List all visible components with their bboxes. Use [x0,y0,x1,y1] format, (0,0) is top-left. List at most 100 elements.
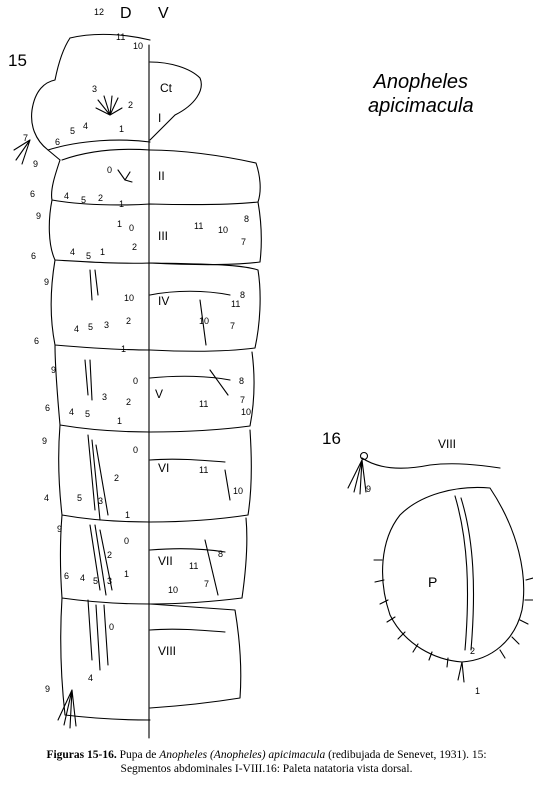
seta-lines [84,269,231,671]
figure-drawing [13,33,533,739]
seta-number: 1 [125,510,131,520]
seta-number: 11 [231,299,241,309]
segment-III-outline [48,199,262,266]
paddle-seta-number: 2 [470,646,476,656]
seta-number: 3 [98,496,104,506]
seta-number: 7 [23,133,29,143]
caption-label: Figuras 15-16. [46,749,117,761]
seta-number: 0 [124,536,130,546]
seta-number: 7 [204,579,210,589]
seta-number: 5 [70,126,76,136]
paddle-segment-label: VIII [438,437,457,451]
dorsal-label: D [120,5,132,22]
paddle-seta-9 [347,459,367,495]
paddle-seta-number: 1 [475,686,481,696]
paddle-outline [382,486,525,663]
seta-number: 5 [85,409,91,419]
paddle-fringe [373,559,533,668]
seta-number: 3 [92,84,98,94]
seta-number: 1 [119,124,125,134]
seta-number: 10 [218,225,229,235]
seta-number: 6 [34,336,40,346]
seta-number: 2 [126,397,132,407]
caption-line-2: Segmentos abdominales I-VIII.16: Paleta … [120,763,413,775]
seta-number: 9 [33,159,39,169]
seta-number: 8 [218,549,224,559]
seta-number: 1 [121,344,127,354]
seta-number: 1 [117,416,123,426]
seta-number: 2 [132,242,138,252]
seta-number: 9 [44,277,50,287]
figure-16-number: 16 [322,429,341,448]
seta-number: 11 [199,399,209,409]
seta-number: 4 [69,407,75,417]
segment-label: VII [158,554,173,568]
segment-IV-outline [50,259,261,352]
segment-label: IV [158,294,170,308]
seta-number: 2 [114,473,120,483]
caption-text: Pupa de [116,749,160,761]
seta-tuft-7 [13,139,31,165]
seta-number: 4 [83,121,89,131]
seta-number: 9 [36,211,42,221]
seta-number: 11 [194,221,204,231]
paddle-midrib [454,495,475,651]
seta-number: 2 [128,100,134,110]
cephalothorax-outline [31,33,202,161]
segment-label: III [158,229,169,243]
seta-number: 6 [64,571,70,581]
seta-number: 0 [107,165,113,175]
paddle-seta-number: 9 [366,484,372,494]
seta-number: 2 [98,193,104,203]
paddle-seta-1 [457,661,465,683]
seta-number: 9 [57,524,63,534]
caption-taxon: Anopheles (Anopheles) apicimacula [159,749,326,761]
segment-label: II [158,169,165,183]
paddle-label: P [428,574,438,590]
seta-number: 7 [240,395,246,405]
seta-number: 7 [241,237,247,247]
seta-number: 3 [102,392,108,402]
seta-number: 0 [129,223,135,233]
seta-number: 11 [189,561,199,571]
seta-number: 0 [133,376,139,386]
seta-number: 5 [86,251,92,261]
seta-number: 3 [104,320,110,330]
seta-tuft-1 [95,95,123,116]
seta-number: 4 [88,673,94,683]
seta-number: 6 [30,189,36,199]
seta-tuft-9 [57,689,77,729]
seta-number: 9 [42,436,48,446]
seta-number: 10 [199,316,210,326]
seta-number: 4 [70,247,76,257]
seta-number: 11 [116,32,126,42]
seta-number: 6 [31,251,37,261]
seta-number: 10 [241,407,252,417]
species-name: Anopheles apicimacula [368,70,474,118]
caption-text: (redibujada de Senevet, 1931). 15: [325,749,487,761]
seta-number: 1 [124,569,130,579]
species-epithet: apicimacula [368,95,474,117]
seta-number: 7 [230,321,236,331]
seta-number: 10 [233,486,244,496]
seta-number: 5 [93,576,99,586]
species-genus: Anopheles [373,71,469,93]
seta-number: 5 [81,195,87,205]
paddle-stem [361,457,501,469]
segment-V-outline [54,344,255,433]
seta-number: 2 [107,550,113,560]
seta-number: 9 [51,365,57,375]
paddle-seta-base [359,451,369,461]
segment-VI-outline [58,424,252,523]
seta-number: 9 [45,684,51,694]
segment-I-outline [47,139,151,161]
seta-number: 0 [109,622,115,632]
seta-number: 5 [77,493,83,503]
seta-number: 1 [100,247,106,257]
seta-number: 4 [64,191,70,201]
cephalothorax-label: Ct [160,81,172,95]
segment-VIII-outline [60,597,242,721]
seta-number: 2 [126,316,132,326]
seta-number: 1 [117,219,123,229]
seta-number: 1 [119,199,125,209]
